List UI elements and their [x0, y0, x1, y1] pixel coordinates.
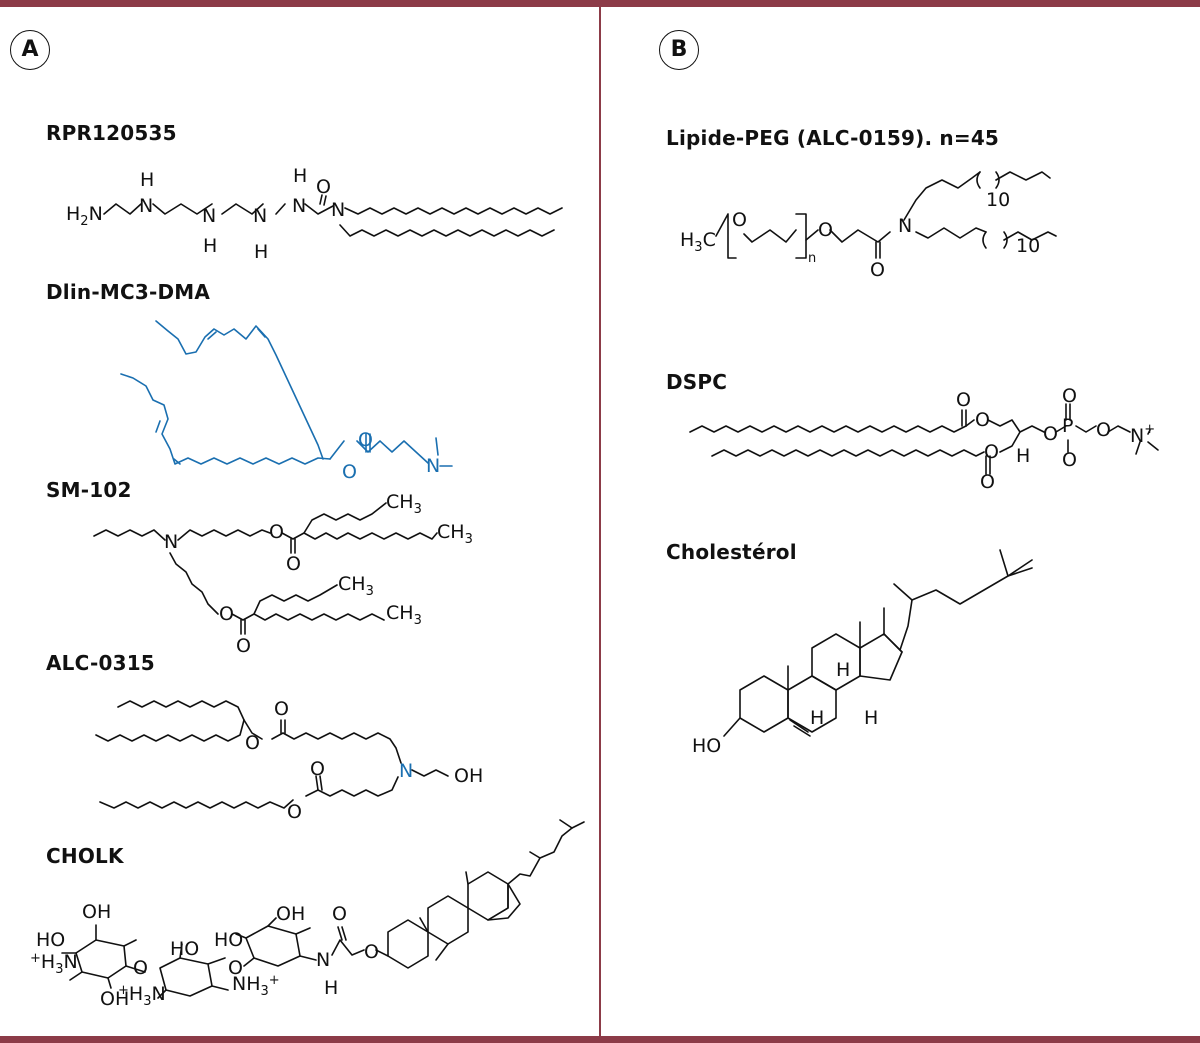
- dspc-structure: [689, 403, 1159, 475]
- compound-name-cholesterol: Cholestérol: [666, 540, 797, 564]
- cholk-ho1: HO: [36, 929, 65, 951]
- sm102-o1: O: [269, 521, 284, 543]
- rpr-n1: N: [139, 195, 153, 217]
- peg-o-carbonyl: O: [870, 259, 885, 281]
- rpr120535-structure: [103, 194, 563, 237]
- dspc-p: P: [1062, 415, 1073, 437]
- compound-name-dspc: DSPC: [666, 370, 728, 394]
- cholk-nh3-1: +H3N: [30, 951, 78, 977]
- dspc-o3: O: [984, 441, 999, 463]
- compound-name-lipide-peg: Lipide-PEG (ALC-0159). n=45: [666, 126, 1000, 150]
- sm102-ch3-4: CH3: [386, 602, 422, 628]
- cholk-ho2: HO: [170, 938, 199, 960]
- sm102-o2: O: [286, 553, 301, 575]
- compound-name-dlin-mc3-dma: Dlin-MC3-DMA: [46, 280, 211, 304]
- cholk-n: N: [316, 949, 330, 971]
- atom-labels: H2N H N N H N H H N O N O O N N O O CH3 …: [30, 165, 1155, 1010]
- peg-index-10a: 10: [986, 189, 1010, 211]
- rpr-n3: N: [253, 205, 267, 227]
- rpr-h4: H: [293, 165, 307, 187]
- sm102-ch3-3: CH3: [338, 573, 374, 599]
- dspc-o7: O: [1062, 449, 1077, 471]
- top-border: [0, 0, 1200, 7]
- cholk-o-ester: O: [364, 941, 379, 963]
- cholk-ho3: HO: [214, 929, 243, 951]
- sm102-n: N: [164, 531, 178, 553]
- cholesterol-structure: [723, 549, 1033, 737]
- alc0315-o2: O: [245, 732, 260, 754]
- cholk-nh: H: [324, 977, 338, 999]
- cholk-oh2: OH: [100, 988, 129, 1010]
- panel-divider: [599, 7, 601, 1036]
- compound-name-cholk: CHOLK: [46, 844, 124, 868]
- dspc-nplus: N+: [1130, 422, 1155, 447]
- rpr-n4: N: [292, 195, 306, 217]
- alc-0315-structure: [95, 700, 449, 809]
- peg-n-index: n: [808, 251, 816, 266]
- dspc-h: H: [1016, 445, 1030, 467]
- chol-h3: H: [864, 707, 878, 729]
- cholk-nh3-2: +H3N: [118, 983, 166, 1009]
- cholk-structure: [61, 819, 585, 999]
- lipide-peg-structure: [715, 171, 1057, 259]
- dspc-o8: O: [1096, 419, 1111, 441]
- mc3-o-carbonyl: O: [358, 429, 373, 451]
- sm102-ch3-1: CH3: [386, 491, 422, 517]
- sm102-o3: O: [219, 603, 234, 625]
- rpr-h1: H: [140, 169, 154, 191]
- cholk-nh3-3: NH3+: [232, 973, 280, 999]
- compound-name-alc-0315: ALC-0315: [46, 651, 155, 675]
- rpr-o: O: [316, 176, 331, 198]
- peg-o2: O: [818, 219, 833, 241]
- rpr-h3: H: [254, 241, 268, 263]
- chol-h1: H: [836, 659, 850, 681]
- compound-name-sm-102: SM-102: [46, 478, 132, 502]
- sm102-o4: O: [236, 635, 251, 657]
- dspc-o4: O: [980, 471, 995, 493]
- panel-a-badge: A: [10, 30, 50, 70]
- peg-index-10b: 10: [1016, 235, 1040, 257]
- peg-o1: O: [732, 209, 747, 231]
- mc3-n: N: [426, 455, 440, 477]
- dspc-o6: O: [1062, 385, 1077, 407]
- bottom-border: [0, 1036, 1200, 1043]
- peg-h3c: H3C: [680, 229, 716, 255]
- alc0315-o4: O: [287, 801, 302, 823]
- dspc-o1: O: [956, 389, 971, 411]
- cholk-o-link2: O: [228, 957, 243, 979]
- dlin-mc3-dma-structure: [120, 320, 453, 467]
- alc0315-o3: O: [310, 758, 325, 780]
- panel-b-badge: B: [659, 30, 699, 70]
- rpr-nh2: H2N: [66, 203, 103, 229]
- cholk-o-carbonyl: O: [332, 903, 347, 925]
- sm-102-structure: [93, 502, 438, 635]
- cholk-oh3: OH: [276, 903, 305, 925]
- mc3-o-ester: O: [342, 461, 357, 483]
- cholk-o-link1: O: [133, 957, 148, 979]
- alc0315-oh: OH: [454, 765, 483, 787]
- rpr-h2: H: [203, 235, 217, 257]
- chol-h2: H: [810, 707, 824, 729]
- peg-n: N: [898, 215, 912, 237]
- cholk-oh1: OH: [82, 901, 111, 923]
- dspc-o2: O: [975, 409, 990, 431]
- rpr-n2: N: [202, 205, 216, 227]
- sm102-ch3-2: CH3: [437, 521, 473, 547]
- rpr-n5: N: [331, 199, 345, 221]
- chol-ho: HO: [692, 735, 721, 757]
- alc0315-n: N: [399, 760, 413, 782]
- compound-name-rpr120535: RPR120535: [46, 121, 177, 145]
- dspc-o5: O: [1043, 423, 1058, 445]
- alc0315-o1: O: [274, 698, 289, 720]
